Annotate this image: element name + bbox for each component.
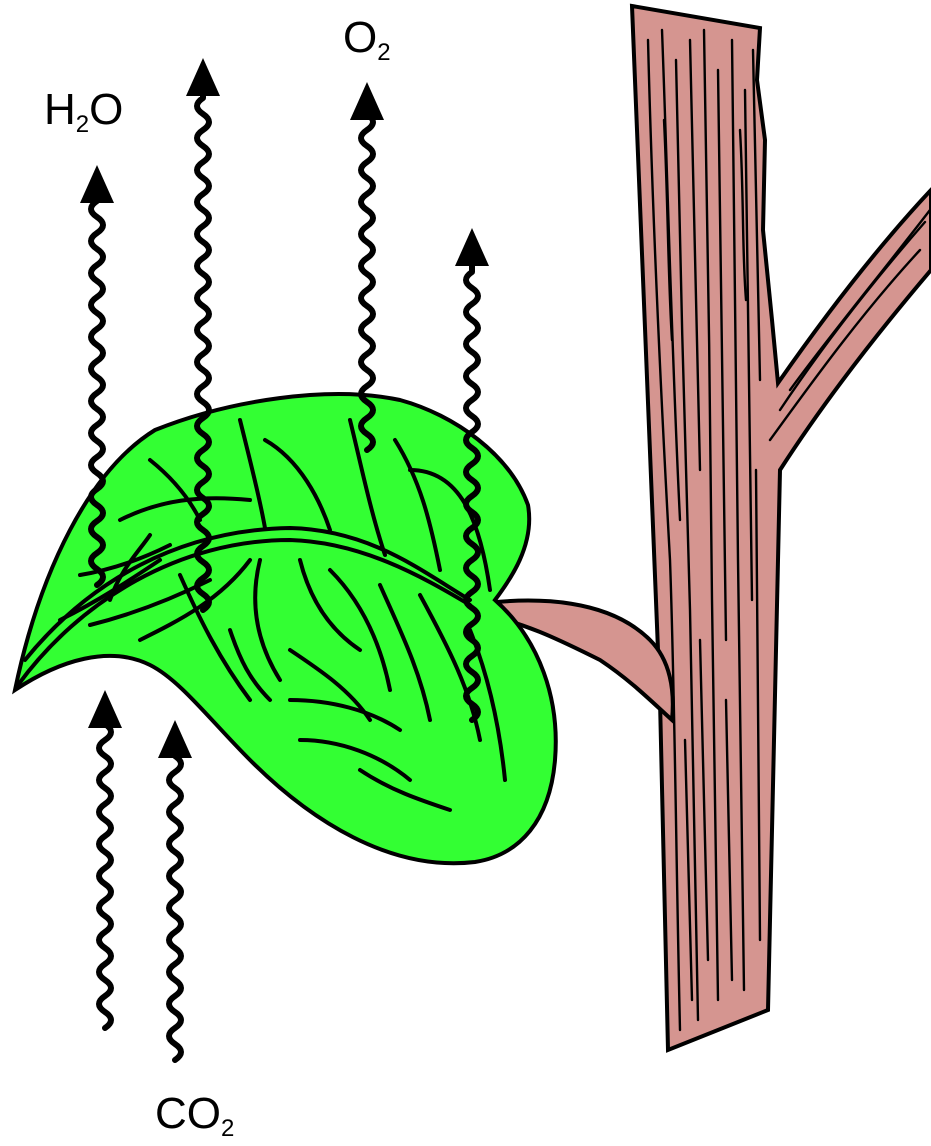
water-out-arrow-1-head-icon — [80, 165, 114, 203]
carbon-dioxide-label-main: CO — [155, 1089, 221, 1138]
co2-in-arrow-1-line — [99, 720, 111, 1028]
tree-trunk — [632, 6, 931, 1050]
co2-in-arrow-2-line — [169, 750, 181, 1060]
water-out-arrow-2-head-icon — [186, 58, 220, 96]
co2-in-arrow-1-head-icon — [88, 690, 122, 728]
oxygen-out-arrow-1-head-icon — [350, 82, 384, 120]
leaf — [15, 394, 673, 863]
oxygen-label-subscript: 2 — [377, 39, 390, 66]
oxygen-label: O2 — [343, 13, 391, 66]
water-label-tail: O — [89, 85, 123, 134]
co2-in-arrow-1 — [88, 690, 122, 1028]
co2-in-arrow-2 — [158, 720, 192, 1060]
water-label-main: H — [44, 85, 76, 134]
oxygen-label-main: O — [343, 13, 377, 62]
carbon-dioxide-label-subscript: 2 — [221, 1115, 234, 1142]
oxygen-out-arrow-2-head-icon — [455, 228, 489, 266]
water-label-subscript: 2 — [76, 111, 89, 138]
carbon-dioxide-label: CO2 — [155, 1089, 234, 1142]
water-label: H2O — [44, 85, 123, 138]
co2-in-arrow-2-head-icon — [158, 720, 192, 758]
